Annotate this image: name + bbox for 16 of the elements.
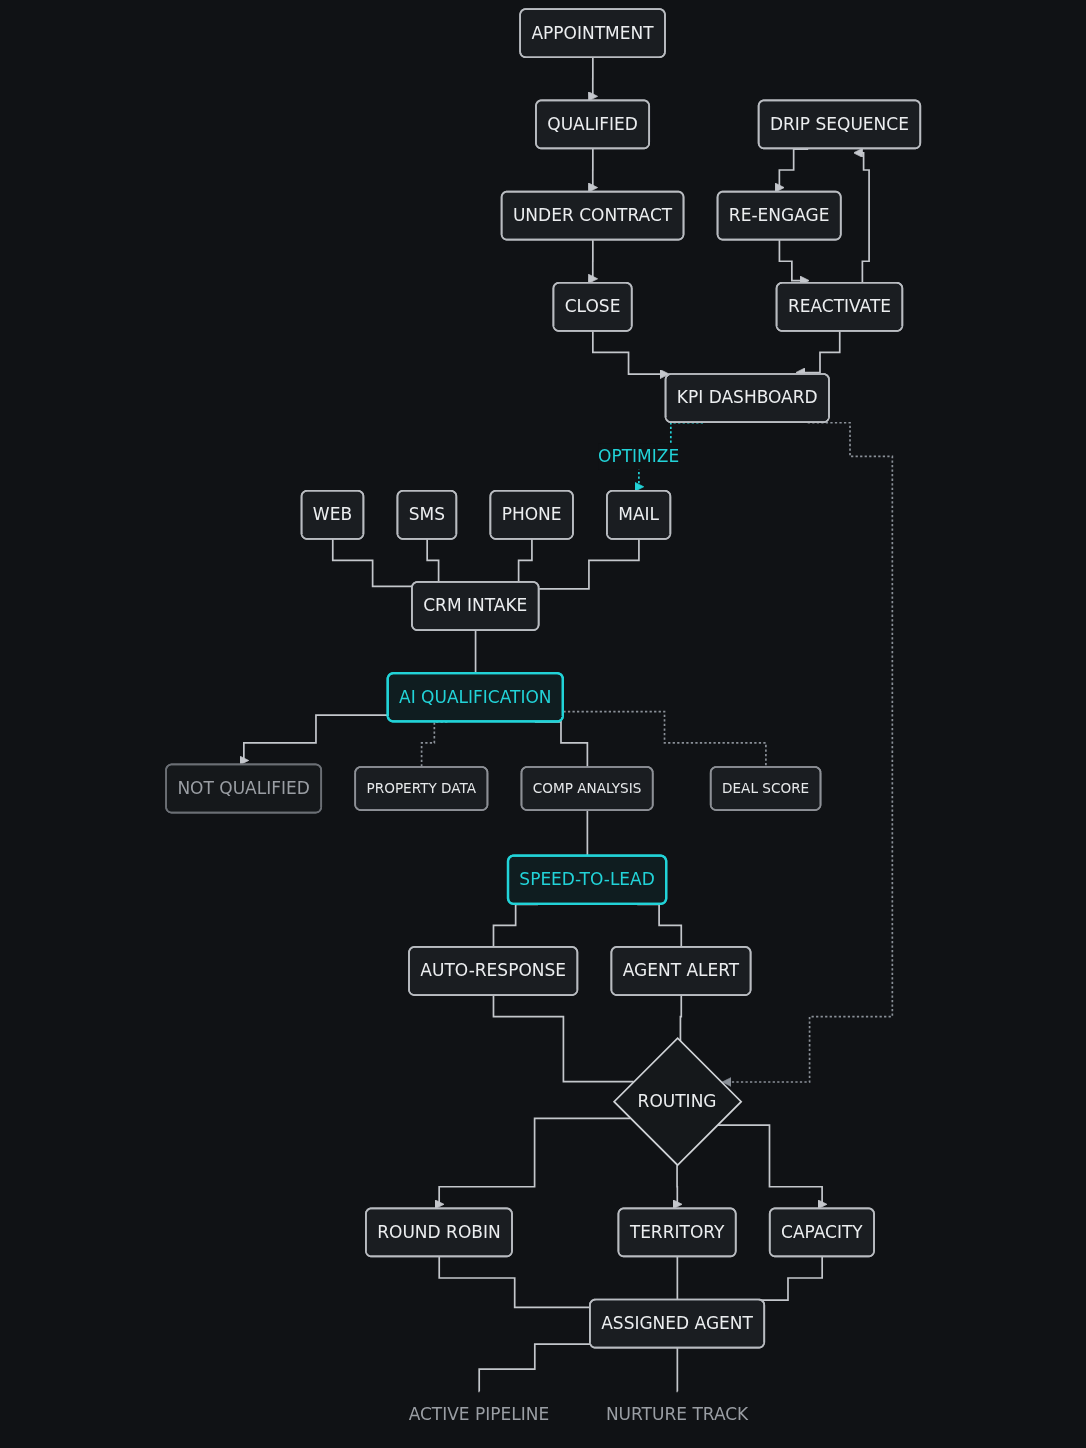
arrow	[591, 330, 670, 380]
node-text: ACTIVE PIPELINE	[408, 1404, 550, 1425]
node-diamond: ROUTING	[612, 1036, 743, 1167]
arrow	[672, 1164, 683, 1210]
arrow	[721, 421, 893, 1087]
arrow	[587, 148, 598, 193]
node-text: NURTURE TRACK	[605, 1404, 749, 1425]
connector	[678, 994, 683, 1042]
arrow	[587, 239, 598, 284]
edge-label: OPTIMIZE	[597, 445, 679, 467]
connector	[492, 994, 635, 1083]
connector	[538, 538, 640, 590]
arrow	[434, 1117, 631, 1210]
connector	[676, 1347, 679, 1393]
arrow	[587, 56, 598, 102]
connector	[676, 1256, 679, 1301]
